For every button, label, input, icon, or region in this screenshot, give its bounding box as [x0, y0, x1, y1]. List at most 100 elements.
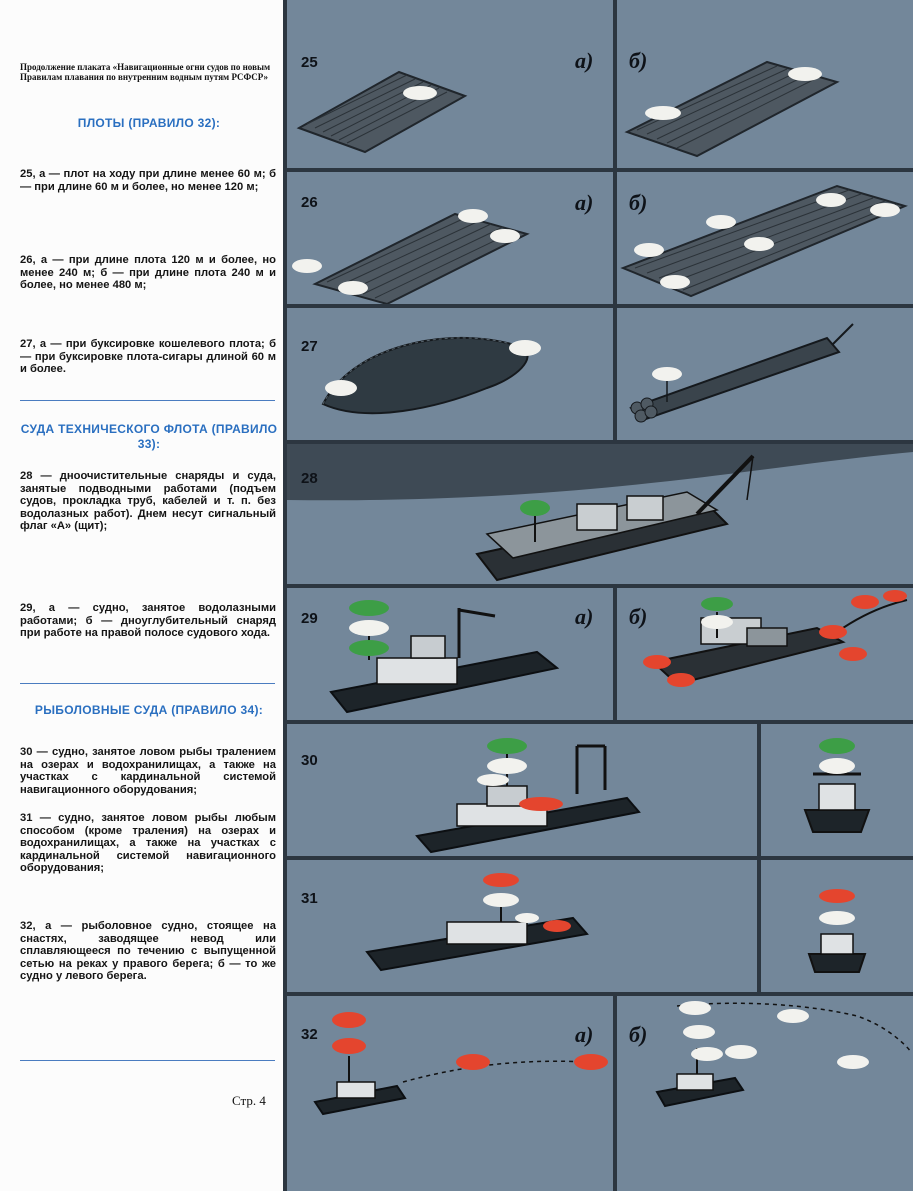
panel-27b	[617, 308, 913, 440]
red-light	[839, 647, 867, 661]
panel-30-front	[761, 724, 913, 856]
dredger-illustration	[643, 590, 908, 687]
panel-27a: 27	[287, 308, 613, 440]
white-light	[706, 215, 736, 229]
green-light	[520, 500, 550, 516]
red-light	[332, 1012, 366, 1028]
fishing-vessel-illustration	[365, 873, 589, 972]
panel-number: 30	[301, 752, 318, 769]
heading-technical-fleet: СУДА ТЕХНИЧЕСКОГО ФЛОТА (ПРАВИЛО 33):	[20, 422, 278, 451]
panel-32a: 32 а)	[287, 996, 613, 1191]
green-light	[487, 738, 527, 754]
red-light	[543, 920, 571, 932]
white-light	[837, 1055, 869, 1069]
green-light	[701, 597, 733, 611]
red-light	[519, 797, 563, 811]
panel-number: 32	[301, 1026, 318, 1043]
panel-29b: б)	[617, 588, 913, 720]
white-light	[325, 380, 357, 396]
white-light	[490, 229, 520, 243]
heading-fishing-vessels: РЫБОЛОВНЫЕ СУДА (ПРАВИЛО 34):	[34, 703, 264, 717]
section-divider	[20, 1060, 275, 1061]
white-light	[819, 911, 855, 925]
fishing-vessel-front-illustration	[807, 889, 867, 973]
raft-illustration	[292, 209, 530, 304]
panel-number: 27	[301, 338, 318, 355]
white-light	[645, 106, 681, 120]
paragraph-32: 32, а — рыболовное судно, стоящее на сна…	[20, 920, 276, 983]
raft-illustration	[624, 60, 840, 158]
white-light	[660, 275, 690, 289]
dredger-illustration	[287, 444, 913, 582]
variant-label: а)	[575, 604, 594, 629]
paragraph-31: 31 — судно, занятое ловом рыбы любым спо…	[20, 812, 276, 875]
panel-28: 28	[287, 444, 913, 584]
white-light	[870, 203, 900, 217]
white-light	[634, 243, 664, 257]
illustration-grid: 25 а) б) 26 а)	[283, 0, 913, 1191]
variant-label: а)	[575, 1022, 594, 1047]
panel-25b: б)	[617, 0, 913, 168]
page-number: Стр. 4	[232, 1093, 266, 1108]
white-light	[515, 913, 539, 923]
paragraph-26: 26, а — при длине плота 120 м и более, н…	[20, 254, 276, 292]
white-light	[725, 1045, 757, 1059]
variant-label: б)	[629, 48, 648, 73]
panel-29a: 29 а)	[287, 588, 613, 720]
white-light	[819, 758, 855, 774]
panel-32b: б)	[617, 996, 913, 1191]
red-light	[483, 873, 519, 887]
variant-label: б)	[629, 1022, 648, 1047]
raft-illustration	[296, 70, 468, 154]
variant-label: б)	[629, 604, 648, 629]
white-light	[487, 758, 527, 774]
white-light	[788, 67, 822, 81]
section-divider	[20, 400, 275, 401]
panel-26a: 26 а)	[287, 172, 613, 304]
white-light	[349, 620, 389, 636]
green-light	[349, 640, 389, 656]
panel-number: 26	[301, 194, 318, 211]
heading-rafts: ПЛОТЫ (ПРАВИЛО 32):	[77, 116, 221, 130]
panel-25a: 25 а)	[287, 0, 613, 168]
white-light	[679, 1001, 711, 1015]
purse-raft-illustration	[321, 336, 541, 415]
white-light	[458, 209, 488, 223]
panel-number: 25	[301, 54, 318, 71]
panel-number: 29	[301, 610, 318, 627]
red-light	[643, 655, 671, 669]
white-light	[744, 237, 774, 251]
white-light	[652, 367, 682, 381]
diving-vessel-illustration	[329, 600, 560, 714]
red-light	[667, 673, 695, 687]
white-light	[816, 193, 846, 207]
red-light	[456, 1054, 490, 1070]
trawler-front-illustration	[803, 738, 871, 833]
cigar-raft-illustration	[629, 323, 854, 423]
red-light	[332, 1038, 366, 1054]
green-light	[349, 600, 389, 616]
panel-number: 28	[301, 470, 318, 487]
red-light	[851, 595, 879, 609]
variant-label: а)	[575, 48, 594, 73]
variant-label: а)	[575, 190, 594, 215]
white-light	[777, 1009, 809, 1023]
red-light	[819, 625, 847, 639]
white-light	[483, 893, 519, 907]
text-column: Продолжение плаката «Навигационные огни …	[0, 0, 283, 1191]
white-light	[683, 1025, 715, 1039]
white-light	[509, 340, 541, 356]
intro-text: Продолжение плаката «Навигационные огни …	[20, 62, 271, 82]
paragraph-29: 29, а — судно, занятое водолазными работ…	[20, 602, 276, 640]
variant-label: б)	[629, 190, 648, 215]
trawler-illustration	[415, 738, 641, 854]
green-light	[819, 738, 855, 754]
panel-31-front	[761, 860, 913, 992]
paragraph-30: 30 — судно, занятое ловом рыбы тралением…	[20, 746, 276, 796]
panel-31-side: 31	[287, 860, 757, 992]
red-light	[883, 590, 907, 602]
fishing-net-illustration	[655, 1001, 912, 1108]
fishing-net-illustration	[313, 1012, 608, 1116]
white-light	[691, 1047, 723, 1061]
white-light	[701, 615, 733, 629]
